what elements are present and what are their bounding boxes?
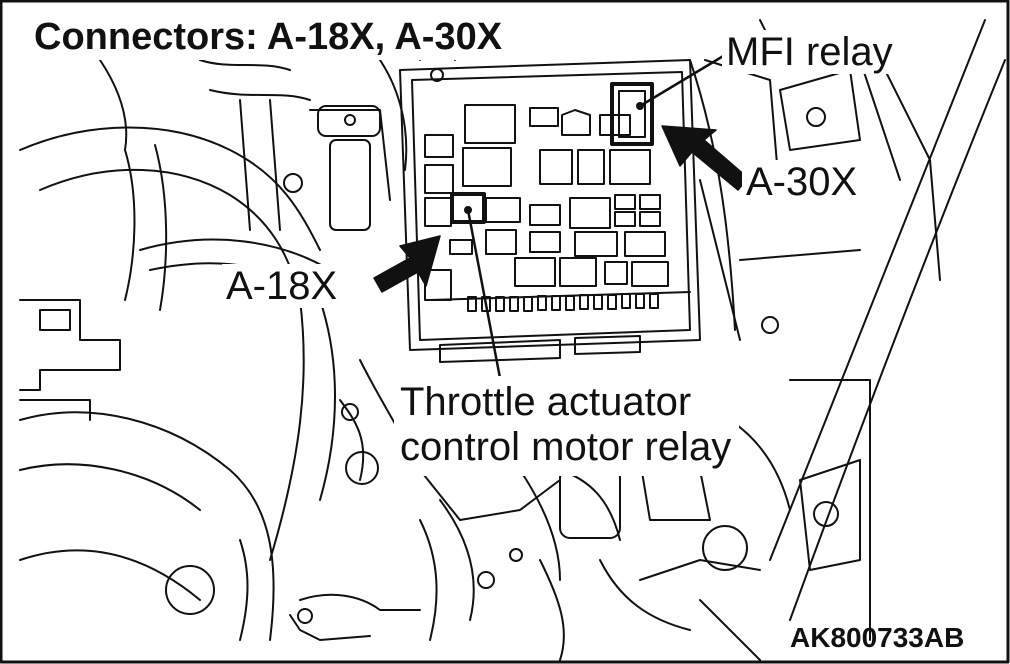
mfi-relay-body (618, 90, 646, 138)
mfi-relay-label: MFI relay (722, 30, 897, 74)
throttle-relay-label-line2: control motor relay (400, 424, 732, 469)
diagram-title: Connectors: A-18X, A-30X (30, 16, 509, 60)
relay-box (399, 44, 701, 363)
throttle-relay-label-line1: Throttle actuator (400, 380, 692, 424)
connector-a30x-label: A-30X (742, 160, 862, 204)
throttle-relay-label: Throttle actuator control motor relay (394, 376, 740, 476)
air-intake-duct (19, 59, 336, 641)
figure-code: AK800733AB (790, 622, 965, 653)
right-structures (689, 19, 1006, 641)
throttle-relay-outline (450, 192, 486, 224)
mfi-relay-leader-dot (636, 102, 644, 110)
throttle-relay-leader-dot (464, 206, 472, 214)
a30x-arrow (661, 125, 749, 191)
connector-a18x-label: A-18X (222, 264, 342, 308)
mfi-relay-outline (610, 82, 654, 146)
throttle-relay-leader (466, 208, 502, 380)
left-bracket (19, 299, 121, 421)
a18x-arrow (373, 235, 441, 293)
upper-hoses (199, 59, 408, 231)
mfi-relay-leader (638, 50, 732, 108)
